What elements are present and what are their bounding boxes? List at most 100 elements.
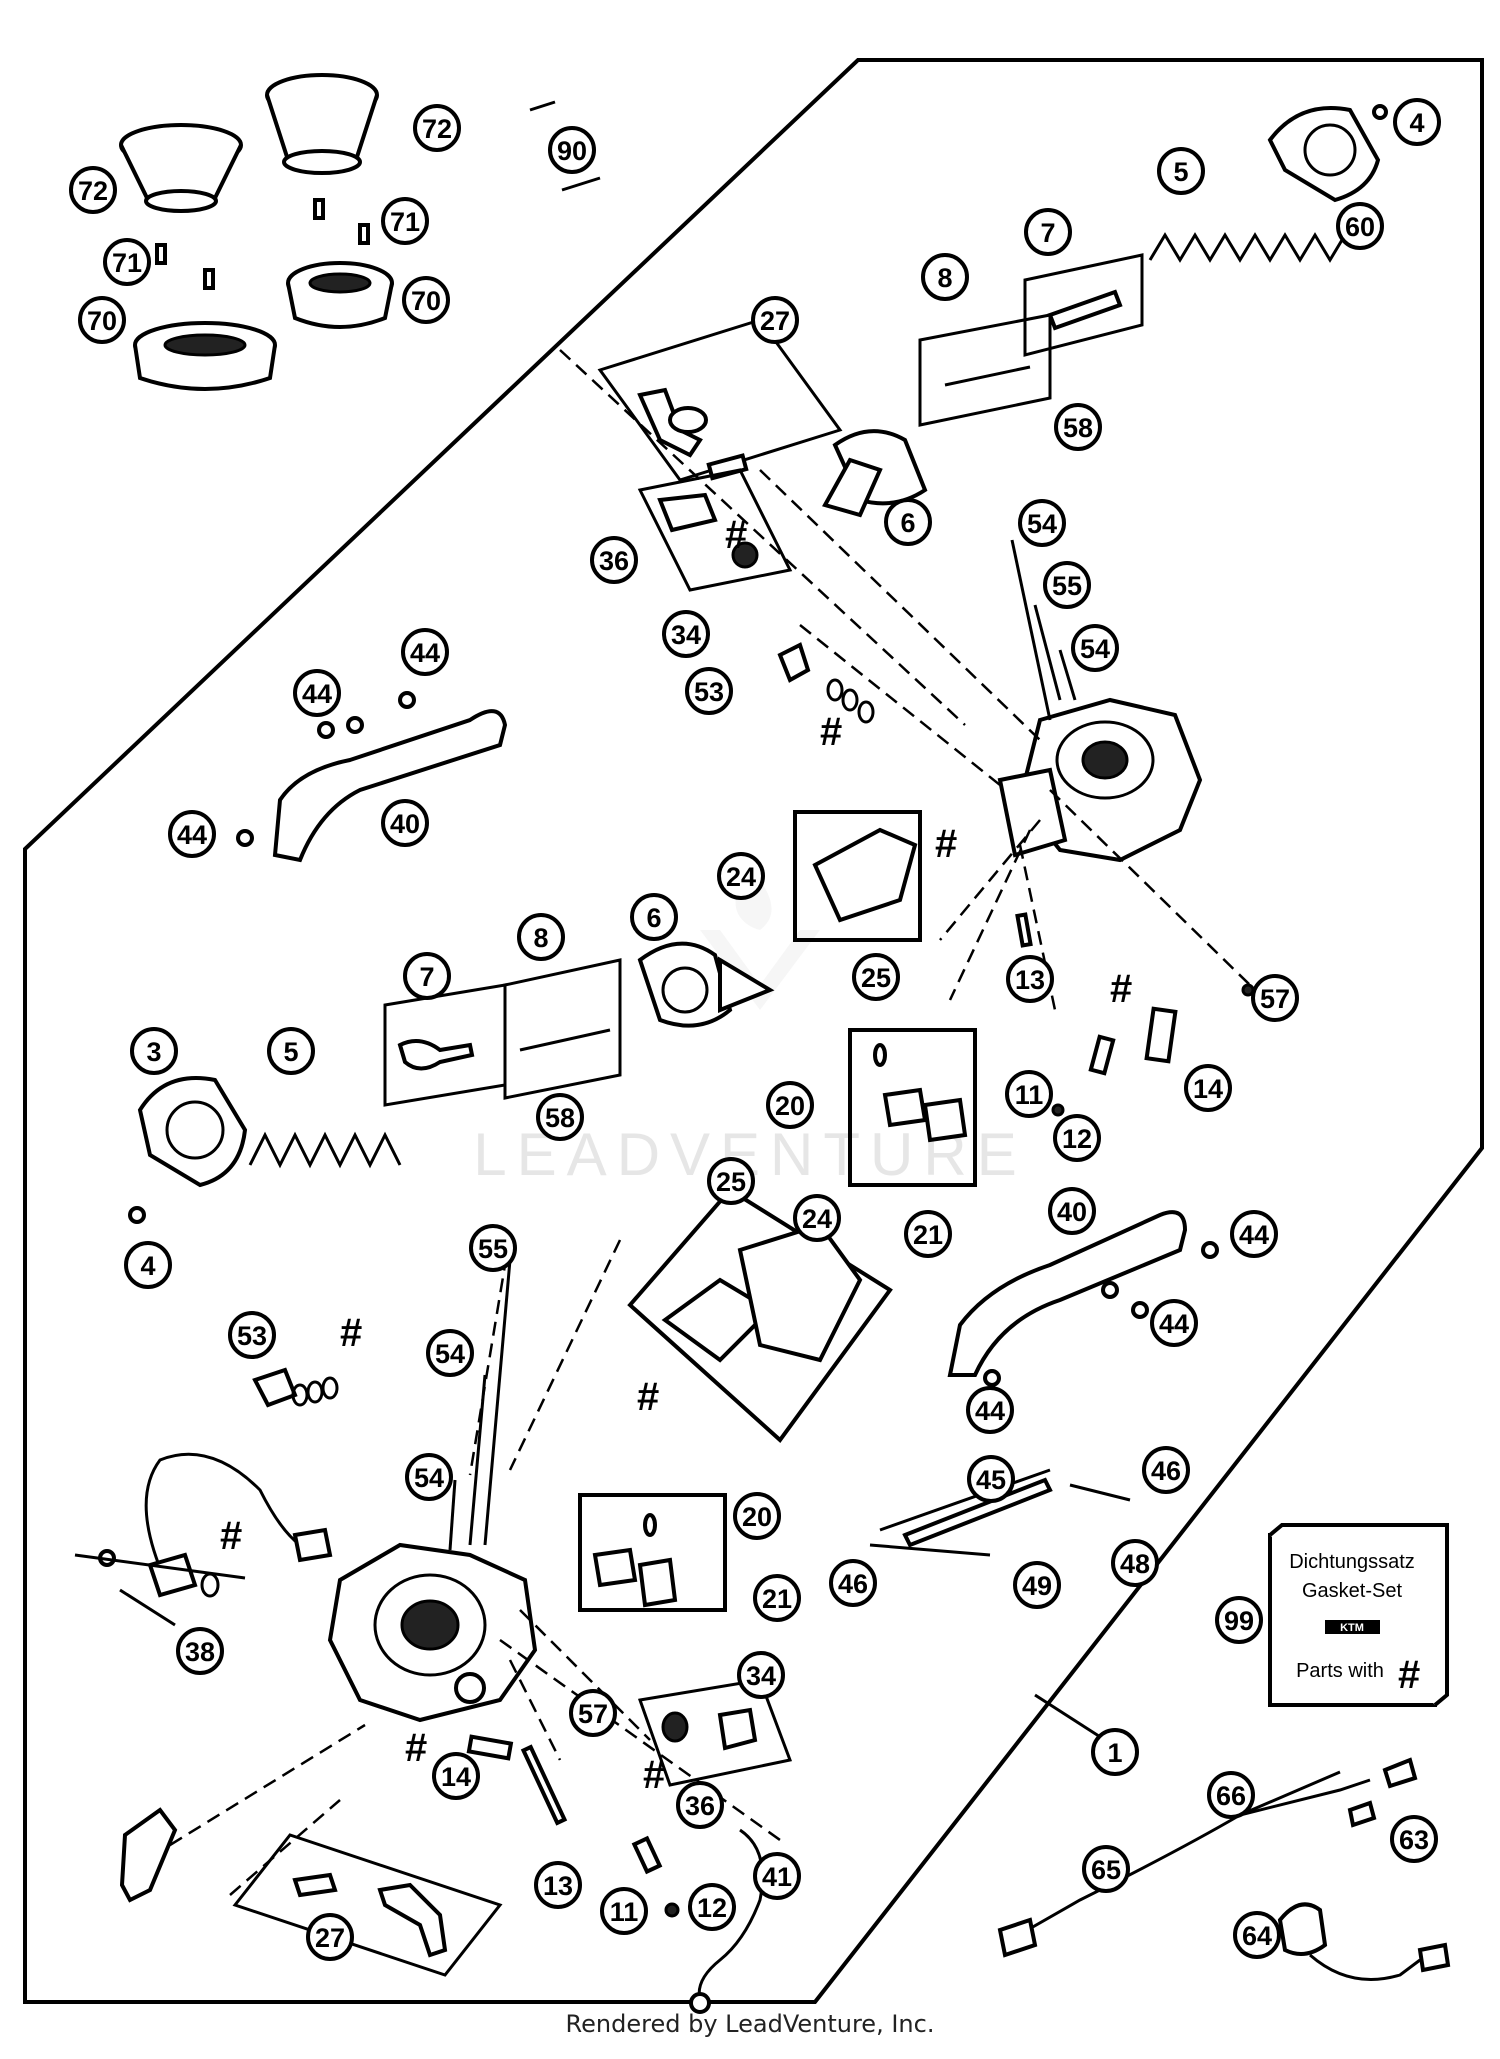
callout-c27-bot: 27 — [306, 1913, 354, 1961]
callout-c63: 63 — [1390, 1815, 1438, 1863]
callout-c58-top: 58 — [1054, 403, 1102, 451]
callout-c44-e: 44 — [1150, 1299, 1198, 1347]
leader-lines-mid — [508, 1239, 622, 1471]
callout-circle — [1006, 955, 1054, 1003]
callout-label: 63 — [1399, 1825, 1429, 1855]
wire-harness — [1009, 1770, 1341, 1942]
assembly-frame — [23, 58, 1484, 2004]
carb-body-upper — [997, 697, 1203, 863]
callout-label: 41 — [762, 1862, 792, 1892]
gasket-kit-symbol: # — [1398, 1653, 1420, 1697]
callout-c11-bot: 11 — [600, 1887, 648, 1935]
callout-circle — [176, 1627, 224, 1675]
callout-c27-top: 27 — [751, 296, 799, 344]
callout-label: 8 — [937, 263, 952, 293]
callout-label: 5 — [1173, 157, 1188, 187]
needle-holder-upper — [1047, 289, 1123, 331]
callout-c7-mid: 7 — [403, 952, 451, 1000]
callout-circle — [662, 610, 710, 658]
callout-label: 40 — [1057, 1197, 1087, 1227]
callout-circle — [103, 238, 151, 286]
box-27-lower — [232, 1833, 503, 1977]
callout-label: 55 — [478, 1234, 508, 1264]
elbow-lower — [252, 1367, 298, 1408]
callout-label: 6 — [900, 508, 915, 538]
box-20-upper — [848, 1028, 977, 1187]
callout-circle — [1013, 1561, 1061, 1609]
sensor-cable — [144, 1452, 301, 1581]
screws-44-lower — [983, 1241, 1219, 1387]
ball-12-lower — [664, 1902, 680, 1918]
screws-44-upper — [236, 691, 416, 847]
callout-c12-bot: 12 — [688, 1883, 736, 1931]
callout-label: 54 — [435, 1339, 465, 1369]
leader-lines-lower — [169, 1609, 781, 1896]
callout-c55-mid: 55 — [469, 1224, 517, 1272]
hash-mark-h9: # — [643, 1753, 665, 1797]
callout-c72-right: 72 — [413, 104, 461, 152]
callout-label: 14 — [441, 1762, 471, 1792]
callout-c57-top: 57 — [1251, 974, 1299, 1022]
callout-label: 44 — [177, 820, 207, 850]
elbow-upper — [777, 642, 811, 683]
callout-circle — [1251, 974, 1299, 1022]
callout-c70-right: 70 — [402, 276, 450, 324]
callout-label: 44 — [410, 638, 440, 668]
hash-mark-h3: # — [935, 822, 957, 866]
callout-circle — [1336, 202, 1384, 250]
callout-c54-c: 54 — [426, 1329, 474, 1377]
hash-mark-h1: # — [725, 513, 747, 557]
callout-circle — [432, 1752, 480, 1800]
callout-circle — [590, 536, 638, 584]
gasket-kit-line3: Parts with — [1296, 1660, 1384, 1682]
hash-mark-h7: # — [220, 1514, 242, 1558]
callout-circle — [1390, 1815, 1438, 1863]
callout-circle — [600, 1887, 648, 1935]
callout-circle — [1018, 499, 1066, 547]
callout-label: 54 — [1080, 634, 1110, 664]
callout-label: 45 — [976, 1465, 1006, 1495]
callout-label: 72 — [78, 176, 108, 206]
callout-c3: 3 — [130, 1027, 178, 1075]
callout-c60: 60 — [1336, 202, 1384, 250]
callout-c24-top: 24 — [717, 852, 765, 900]
callout-circle — [267, 1027, 315, 1075]
callout-c54-b: 54 — [1071, 624, 1119, 672]
callout-label: 66 — [1216, 1781, 1246, 1811]
callout-circle — [717, 852, 765, 900]
hash-mark-h8: # — [405, 1726, 427, 1770]
callout-circle — [402, 276, 450, 324]
callout-circle — [1150, 1299, 1198, 1347]
carb-cap-middle — [128, 1076, 248, 1224]
callout-circle — [413, 104, 461, 152]
callout-label: 44 — [1159, 1309, 1189, 1339]
callout-c71-left: 71 — [103, 238, 151, 286]
callout-label: 53 — [694, 677, 724, 707]
callout-label: 71 — [390, 207, 420, 237]
needles-90 — [529, 100, 601, 192]
callout-circle — [517, 913, 565, 961]
callout-c20-top: 20 — [766, 1081, 814, 1129]
box-34-36-lower — [637, 1678, 793, 1787]
callout-c99: 99 — [1215, 1596, 1263, 1644]
callout-circle — [1142, 1446, 1190, 1494]
hash-mark-h5: # — [340, 1311, 362, 1355]
callout-circle — [534, 1861, 582, 1909]
callout-circle — [1184, 1064, 1232, 1112]
callout-label: 4 — [140, 1251, 155, 1281]
callout-circle — [766, 1081, 814, 1129]
callout-circle — [967, 1455, 1015, 1503]
pins-lower — [448, 1259, 512, 1551]
callout-circle — [78, 296, 126, 344]
callout-label: 13 — [1015, 965, 1045, 995]
callout-c34-top: 34 — [662, 610, 710, 658]
callout-circle — [1111, 1539, 1159, 1587]
callout-circle — [1393, 98, 1441, 146]
callout-circle — [753, 1852, 801, 1900]
callout-label: 7 — [419, 962, 434, 992]
callout-c44-f: 44 — [966, 1386, 1014, 1434]
callout-circle — [1024, 208, 1072, 256]
callout-c71-right: 71 — [381, 197, 429, 245]
carb-body-lower — [327, 1542, 538, 1723]
